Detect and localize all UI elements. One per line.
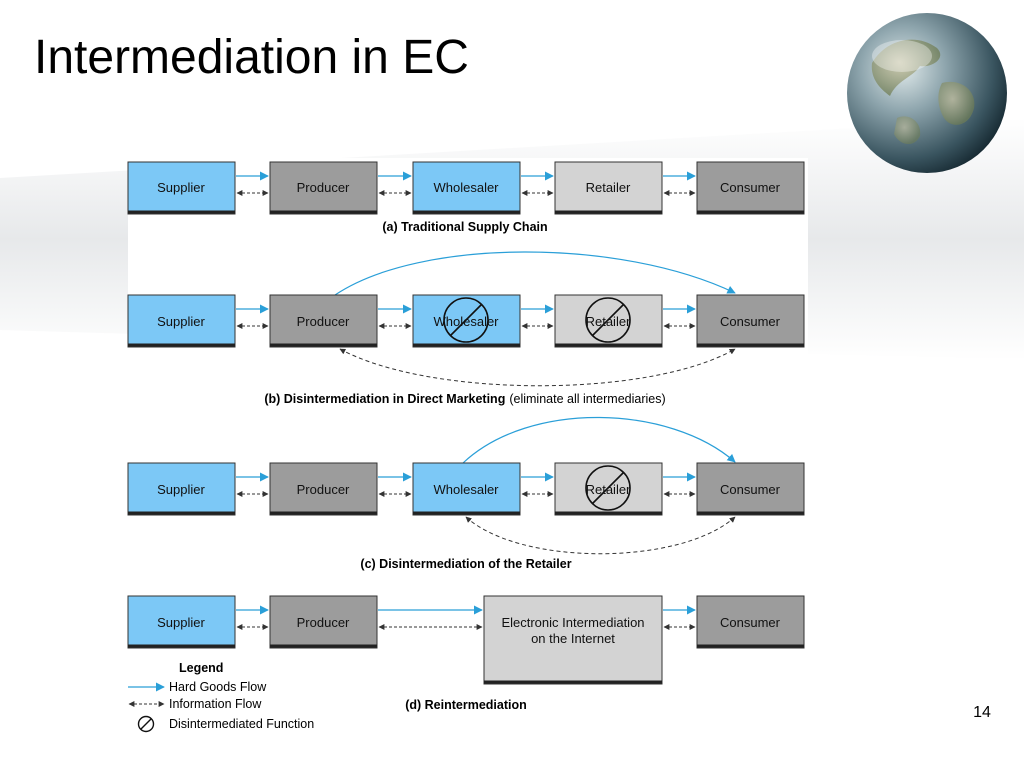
producer-box (269, 595, 378, 649)
caption-a: (a) Traditional Supply Chain (382, 220, 547, 234)
disintermediated-icon (443, 297, 489, 343)
caption-b: (b) Disintermediation in Direct Marketin… (264, 392, 665, 406)
producer-box (269, 462, 378, 516)
legend-title: Legend (179, 661, 223, 675)
wholesaler-label: Wholesaler (433, 180, 499, 195)
electronic-intermediation-sublabel: on the Internet (531, 631, 615, 646)
info-arc (339, 348, 736, 387)
wholesaler-box (412, 294, 521, 348)
producer-label: Producer (297, 482, 350, 497)
retailer-box (554, 161, 663, 215)
legend-disintermediated-icon (137, 715, 155, 733)
legend-disintermediated-label: Disintermediated Function (169, 717, 314, 731)
wholesaler-box (412, 462, 521, 516)
legend: Legend Hard Goods Flow Information Flow … (128, 661, 314, 733)
supplier-box (127, 161, 236, 215)
consumer-label: Consumer (720, 180, 781, 195)
supplier-box (127, 294, 236, 348)
supplier-label: Supplier (157, 482, 205, 497)
retailer-box (554, 294, 663, 348)
consumer-label: Consumer (720, 615, 781, 630)
info-arc (465, 516, 736, 555)
supplier-label: Supplier (157, 615, 205, 630)
diagram-panel (128, 158, 808, 600)
goods-arc (462, 416, 736, 464)
globe-image (847, 13, 1007, 173)
producer-label: Producer (297, 314, 350, 329)
supplier-label: Supplier (157, 314, 205, 329)
producer-box (269, 161, 378, 215)
row-d: Supplier Producer Electronic Intermediat… (127, 595, 805, 712)
disintermediated-icon (585, 465, 631, 511)
page-number: 14 (973, 704, 991, 721)
legend-goods-label: Hard Goods Flow (169, 680, 267, 694)
row-c: Supplier Producer Wholesaler Retailer Co… (127, 416, 805, 571)
disintermediated-icon (585, 297, 631, 343)
electronic-intermediation-box (483, 595, 663, 685)
caption-d: (d) Reintermediation (405, 698, 527, 712)
electronic-intermediation-label: Electronic Intermediation (501, 615, 644, 630)
retailer-box (554, 462, 663, 516)
supplier-box (127, 462, 236, 516)
producer-label: Producer (297, 615, 350, 630)
consumer-box (696, 595, 805, 649)
legend-info-label: Information Flow (169, 697, 262, 711)
consumer-label: Consumer (720, 482, 781, 497)
goods-arc (334, 251, 736, 296)
supplier-box (127, 595, 236, 649)
wholesaler-label: Wholesaler (433, 482, 499, 497)
caption-c: (c) Disintermediation of the Retailer (360, 557, 571, 571)
slide-title: Intermediation in EC (34, 31, 469, 84)
consumer-box (696, 294, 805, 348)
retailer-label: Retailer (586, 482, 631, 497)
consumer-box (696, 161, 805, 215)
retailer-label: Retailer (586, 180, 631, 195)
producer-label: Producer (297, 180, 350, 195)
wholesaler-box (412, 161, 521, 215)
producer-box (269, 294, 378, 348)
supplier-label: Supplier (157, 180, 205, 195)
consumer-label: Consumer (720, 314, 781, 329)
consumer-box (696, 462, 805, 516)
row-a: Supplier Producer Wholesaler Retailer Co… (127, 161, 805, 234)
retailer-label: Retailer (586, 314, 631, 329)
row-b: Supplier Producer Wholesaler Retailer Co… (127, 251, 805, 406)
wholesaler-label: Wholesaler (433, 314, 499, 329)
